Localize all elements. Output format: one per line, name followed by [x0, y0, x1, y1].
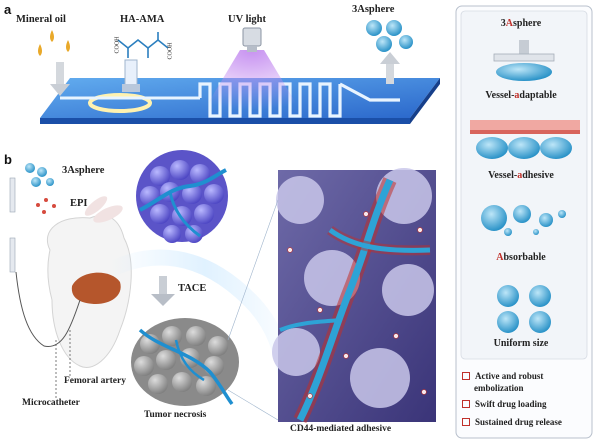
- chip-edge: [40, 118, 410, 124]
- label-cd44-adhesive: CD44-mediated adhesive: [290, 424, 392, 434]
- prop-vessel-adhesive: Vessel-adhesive: [488, 170, 554, 181]
- panel-label-a: a: [4, 2, 12, 17]
- product-sphere: [386, 20, 402, 36]
- tissue-strip-dark: [470, 130, 580, 134]
- necrosis-cluster: [131, 318, 239, 406]
- tace-arrow-head: [151, 294, 175, 306]
- label-product-3asphere: 3Asphere: [352, 4, 395, 15]
- tissue-strip: [470, 120, 580, 132]
- mouse-ear: [84, 196, 108, 216]
- label-cooh-2: COOH: [167, 42, 174, 60]
- panel-label-b: b: [4, 152, 12, 167]
- product-sphere: [376, 36, 392, 52]
- tace-arrow-stem: [159, 276, 167, 294]
- oil-drop: [50, 30, 54, 42]
- feature-item-cont: embolization: [474, 382, 524, 393]
- adhered-sphere: [540, 137, 572, 159]
- b-sphere: [25, 163, 35, 173]
- uv-lamp: [242, 27, 262, 47]
- b-sphere: [46, 178, 54, 186]
- uniform-sphere: [497, 285, 519, 307]
- mouse-ear: [93, 205, 123, 223]
- zoom-line: [227, 389, 279, 421]
- product-sphere: [399, 35, 413, 49]
- adhered-sphere: [476, 137, 508, 159]
- feature-bullet-icon: [462, 371, 470, 380]
- oil-drop: [38, 44, 42, 56]
- chip-side: [410, 78, 440, 124]
- press-stem: [519, 40, 529, 54]
- uv-beam: [204, 50, 300, 110]
- oil-drop: [66, 40, 70, 52]
- label-ha-ama: HA-AMA: [120, 14, 165, 25]
- uniform-sphere: [529, 285, 551, 307]
- feature-bullet-icon: [462, 417, 470, 426]
- right-panel-title: 3Asphere: [500, 18, 542, 29]
- label-femoral-artery: Femoral artery: [64, 376, 126, 386]
- product-sphere: [366, 20, 382, 36]
- feature-item: Swift drug loading: [462, 398, 547, 409]
- degrading-spheres: [481, 205, 566, 236]
- prop-vessel-adaptable: Vessel-adaptable: [485, 90, 557, 101]
- channel-loop: [88, 93, 152, 113]
- epi-dots: [36, 198, 56, 214]
- b-sphere: [37, 167, 47, 177]
- catheter-line: [15, 271, 81, 347]
- label-tace: TACE: [178, 283, 207, 294]
- syringe: [9, 237, 16, 273]
- flattened-sphere: [496, 63, 552, 81]
- molecule-branch: [127, 32, 159, 58]
- uniform-sphere: [497, 311, 519, 333]
- outlet-arrow-head: [380, 52, 400, 64]
- label-b-3asphere: 3Asphere: [62, 165, 105, 176]
- feature-item: Sustained drug release: [462, 416, 562, 427]
- b-sphere: [31, 177, 41, 187]
- molecule-chain: [117, 38, 169, 50]
- label-tumor-necrosis: Tumor necrosis: [144, 410, 207, 420]
- outlet-arrow: [386, 62, 394, 84]
- label-epi: EPI: [70, 198, 88, 209]
- syringe: [9, 177, 16, 213]
- uv-lamp-tip: [247, 46, 257, 52]
- tumor-cluster: [136, 150, 228, 243]
- label-uv-light: UV light: [228, 14, 267, 25]
- prop-absorbable: Absorbable: [496, 252, 546, 263]
- feature-item: Active and robust: [462, 370, 543, 381]
- press-plate: [493, 53, 555, 62]
- injector-plunger: [122, 84, 140, 92]
- zoom-inset: [272, 168, 436, 424]
- zoom-line: [227, 199, 279, 341]
- liver: [71, 272, 121, 304]
- right-panel-inner: [460, 10, 588, 360]
- inlet-arrow-1-head: [50, 84, 70, 96]
- uniform-sphere: [529, 311, 551, 333]
- prop-uniform-size: Uniform size: [493, 338, 549, 349]
- label-cooh-1: COOH: [114, 36, 121, 54]
- label-microcatheter: Microcatheter: [22, 398, 80, 408]
- label-mineral-oil: Mineral oil: [16, 14, 66, 25]
- adhered-sphere: [508, 137, 540, 159]
- inlet-arrow-1: [56, 62, 64, 84]
- feature-bullet-icon: [462, 399, 470, 408]
